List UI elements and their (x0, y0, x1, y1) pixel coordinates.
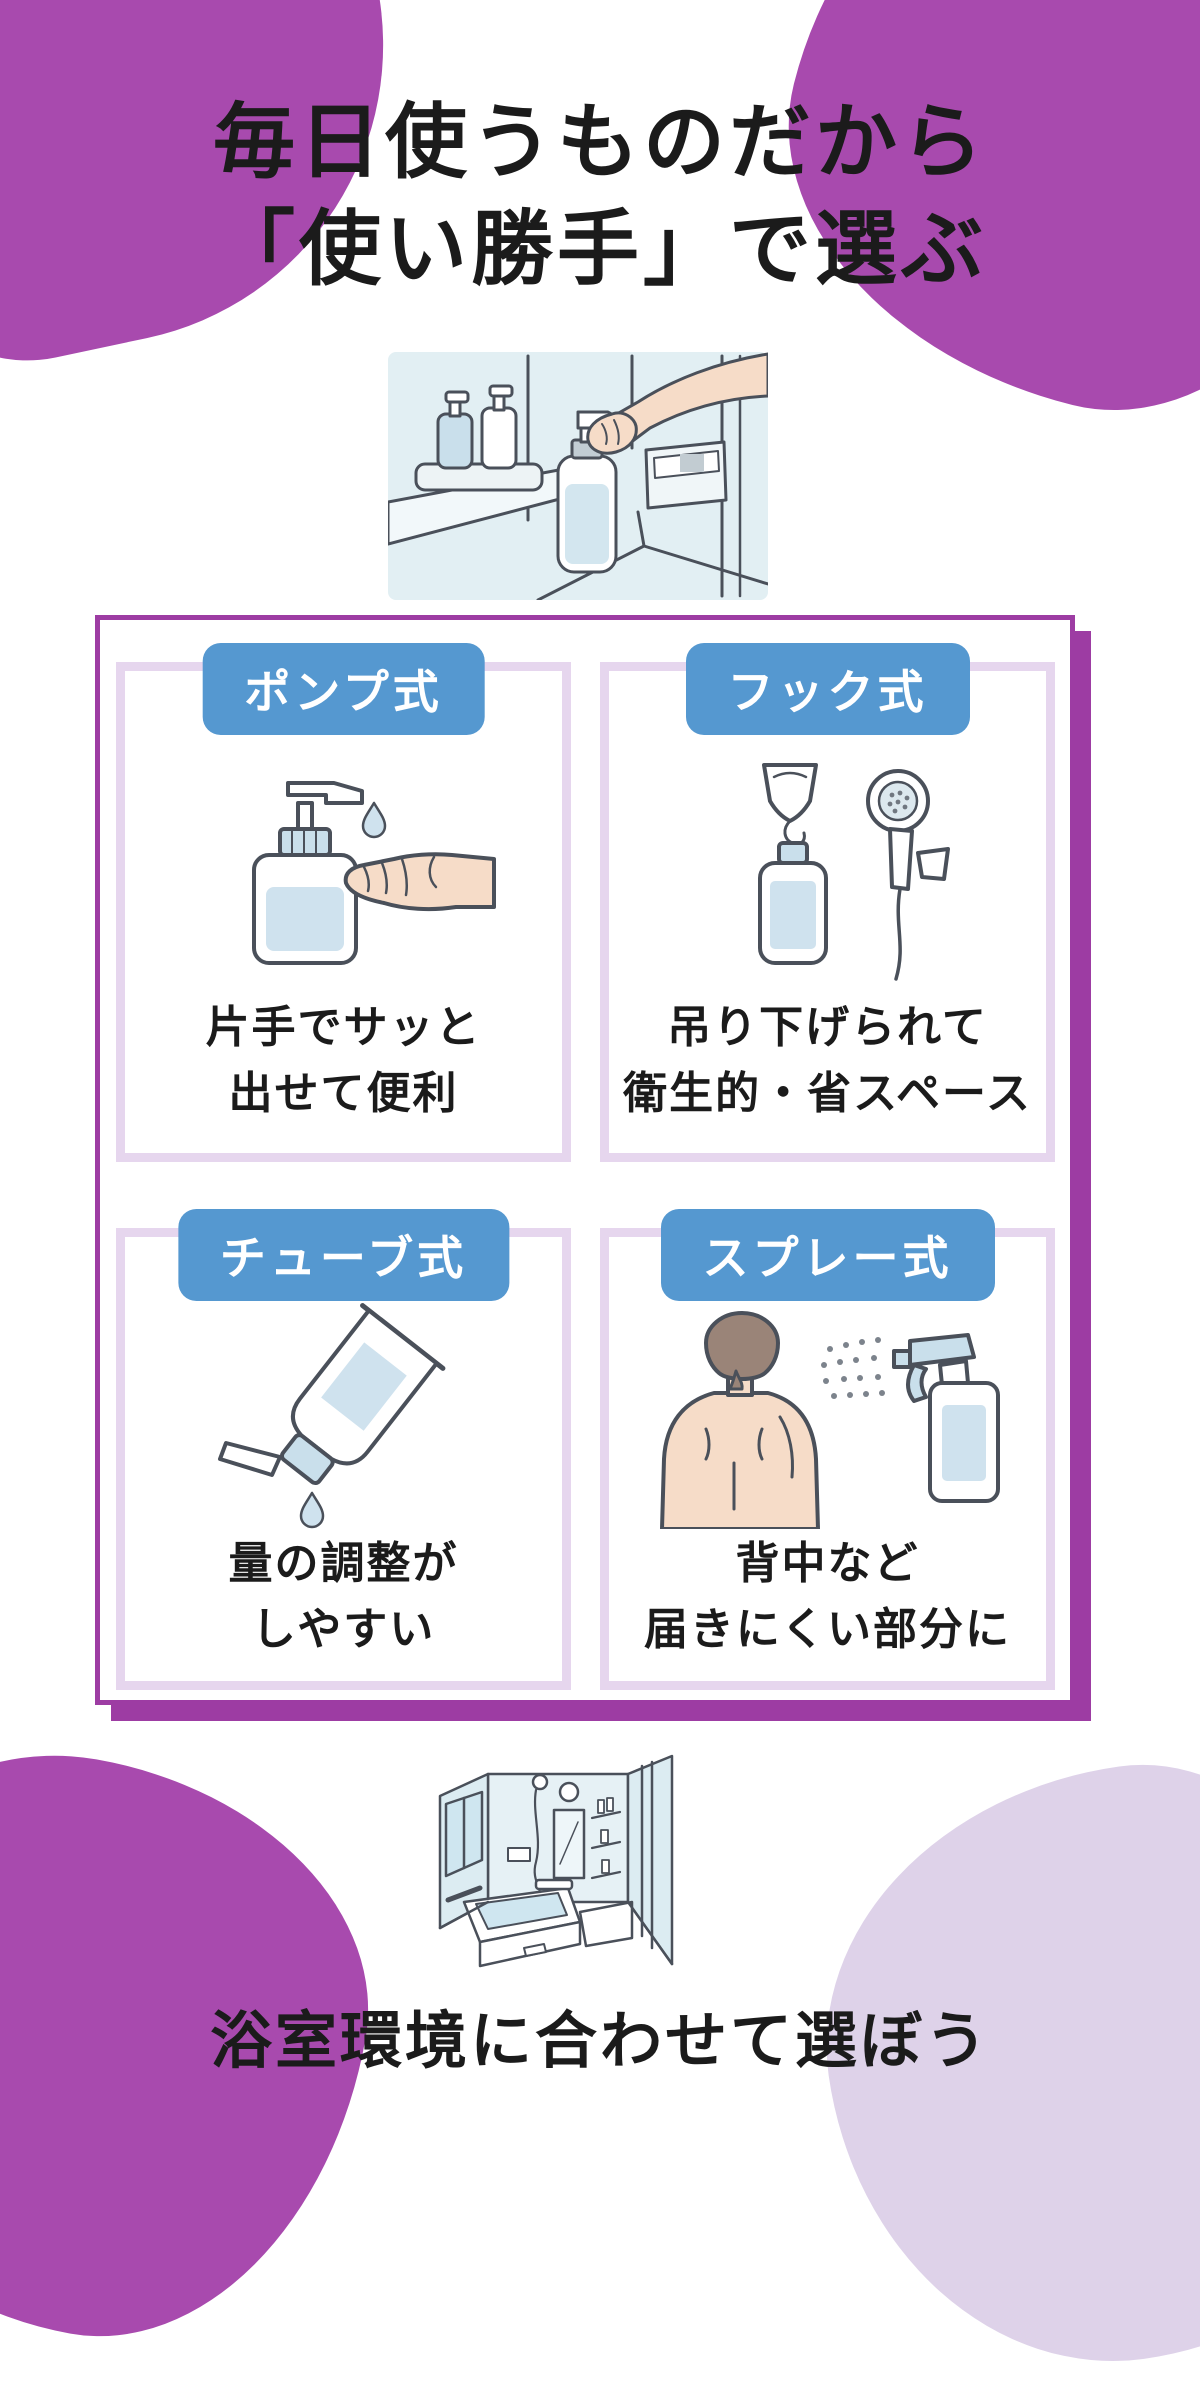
bathroom-scene-icon (388, 352, 768, 600)
tube-caption-line-1: 量の調整が (228, 1538, 459, 1589)
spray-type-badge: スプレー式 (660, 1209, 995, 1301)
tube-type-badge: チューブ式 (177, 1209, 510, 1301)
panel-tube-type: チューブ式 量の調整が しやすい (116, 1209, 571, 1690)
bathroom-overview-icon (438, 1754, 674, 1968)
spray-bottle-back-icon (659, 1311, 1000, 1529)
pump-bottle-hand-icon (251, 781, 496, 965)
hook-caption-line-1: 吊り下げられて (667, 1002, 988, 1053)
panel-pump-type: ポンプ式 片手でサッと 出せて便利 (116, 643, 571, 1162)
usability-types-card: ポンプ式 片手でサッと 出せて便利 (95, 615, 1075, 1705)
pump-type-badge: ポンプ式 (202, 643, 485, 735)
bathroom-shelf-hand-pressing-pump-illustration (388, 352, 768, 600)
page-title: 毎日使うものだから 「使い勝手」で選ぶ (0, 90, 1200, 303)
tube-type-caption: 量の調整が しやすい (125, 1531, 562, 1663)
hook-type-badge: フック式 (685, 643, 970, 735)
hook-caption-line-2: 衛生的・省スペース (623, 1068, 1032, 1119)
panel-hook-type: フック式 吊り下げられて (600, 643, 1055, 1162)
bathroom-overview-illustration (436, 1752, 682, 1984)
hook-type-caption: 吊り下げられて 衛生的・省スペース (609, 995, 1046, 1127)
spray-caption-line-2: 届きにくい部分に (643, 1604, 1012, 1655)
page-title-line-2: 「使い勝手」で選ぶ (212, 201, 987, 297)
pump-caption-line-1: 片手でサッと (205, 1002, 482, 1053)
tube-caption-line-2: しやすい (251, 1604, 436, 1655)
footer-message: 浴室環境に合わせて選ぼう (209, 2004, 990, 2077)
pump-caption-line-2: 出せて便利 (228, 1068, 459, 1119)
spray-type-caption: 背中など 届きにくい部分に (609, 1531, 1046, 1663)
squeeze-tube-icon (217, 1303, 445, 1529)
page-title-line-1: 毎日使うものだから (212, 95, 987, 190)
pump-type-caption: 片手でサッと 出せて便利 (125, 995, 562, 1127)
panel-spray-type: スプレー式 (600, 1209, 1055, 1690)
hanging-bottle-shower-icon (757, 763, 950, 981)
spray-caption-line-1: 背中など (735, 1538, 920, 1589)
